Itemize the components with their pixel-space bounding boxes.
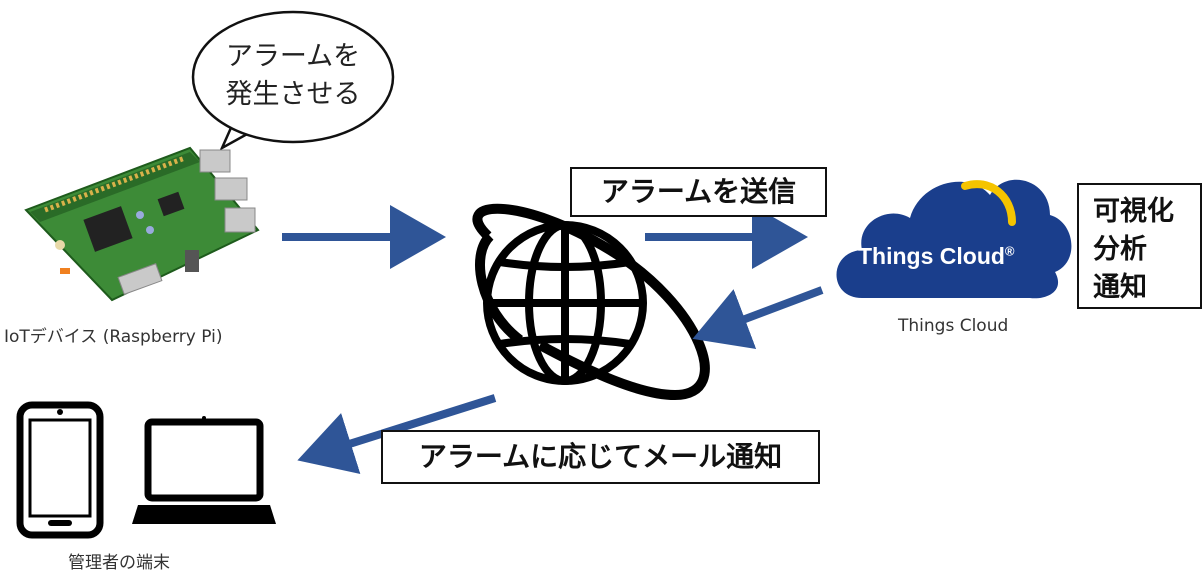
send-alarm-label: アラームを送信 [570,167,827,217]
arrow-cloud-to-internet [692,286,824,350]
arrow-internet-to-terminal [297,394,497,475]
raspberry-pi-icon [24,146,260,302]
smartphone-icon [16,401,104,539]
cloud-logo-text: Things Cloud® [858,243,1015,270]
registered-mark: ® [1004,243,1015,259]
terminal-caption: 管理者の端末 [68,553,170,573]
feature-notify: 通知 [1093,272,1147,303]
things-cloud-logo [836,179,1072,299]
feature-analyze: 分析 [1093,234,1147,265]
feature-visualize: 可視化 [1093,196,1174,227]
speech-bubble-text: アラームを 発生させる [218,38,368,114]
speech-bubble [191,10,395,151]
cloud-caption: Things Cloud [898,316,1009,336]
device-caption: IoTデバイス (Raspberry Pi) [4,327,223,347]
features-box: 可視化 分析 通知 [1077,183,1202,309]
speech-bubble-line-1: アラームを [225,41,361,72]
speech-bubble-line-2: 発生させる [225,79,361,110]
internet-globe-icon [472,203,710,401]
cloud-logo-name: Things Cloud [858,243,1005,269]
laptop-icon [132,416,276,524]
mail-notify-label: アラームに応じてメール通知 [381,430,820,484]
